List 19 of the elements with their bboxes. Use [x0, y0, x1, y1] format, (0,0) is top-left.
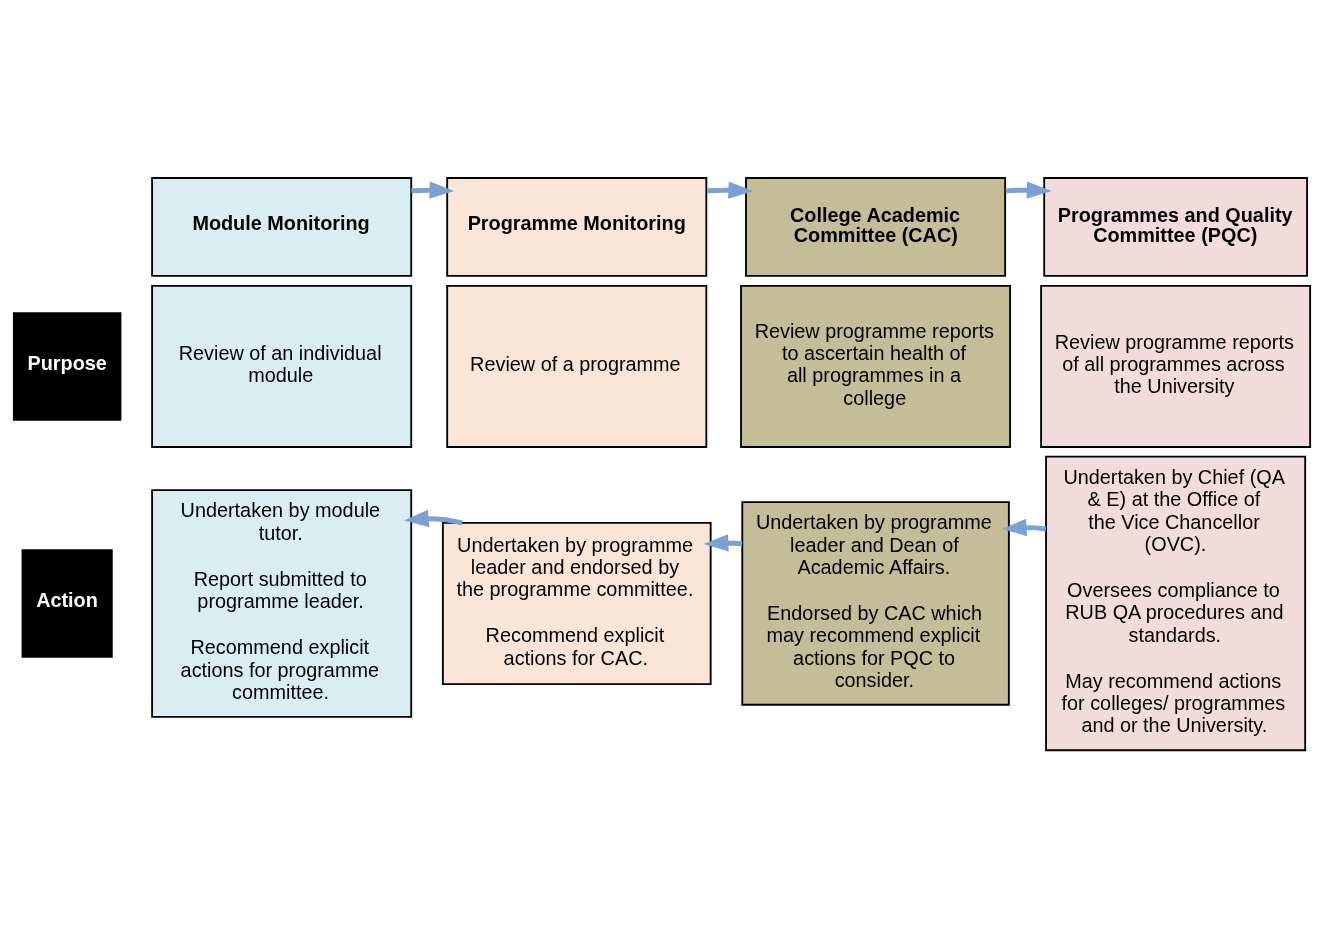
node-box: College Academic Committee (CAC): [745, 177, 1007, 277]
node-box: Purpose: [12, 312, 122, 421]
node-box: Programme Monitoring: [446, 177, 708, 277]
arrow: [1005, 181, 1052, 199]
arrow: [411, 181, 455, 199]
arrow: [706, 181, 754, 199]
node-box: Undertaken by module tutor. Report submitted to programme leader. Recommend explicit actions for programme committee.: [151, 489, 413, 718]
node-box: Review of a programme: [446, 284, 708, 448]
node-box: Undertaken by programme leader and endorsed by the programme committee. Recommend explicit actions for CAC.: [441, 521, 712, 685]
arrow: [1001, 518, 1047, 537]
node-box: Module Monitoring: [151, 177, 413, 277]
node-box: Review of an individual module: [151, 284, 413, 448]
node-box: Programmes and Quality Committee (PQC): [1043, 177, 1308, 277]
node-box: Review programme reports of all programmes across the University: [1040, 284, 1312, 448]
node-box: Action: [21, 549, 113, 658]
arrow: [403, 509, 463, 528]
node-box: Review programme reports to ascertain health of all programmes in a college: [740, 284, 1012, 448]
node-box: Undertaken by Chief (QA & E) at the Office of the Vice Chancellor (OVC). Oversees compliance to RUB QA procedures and standards. May recommend actions for colleges/ programmes and or the University.: [1045, 455, 1307, 752]
node-box: Undertaken by programme leader and Dean of Academic Affairs. Endorsed by CAC which may recommend explicit actions for PQC to consider.: [741, 501, 1010, 706]
